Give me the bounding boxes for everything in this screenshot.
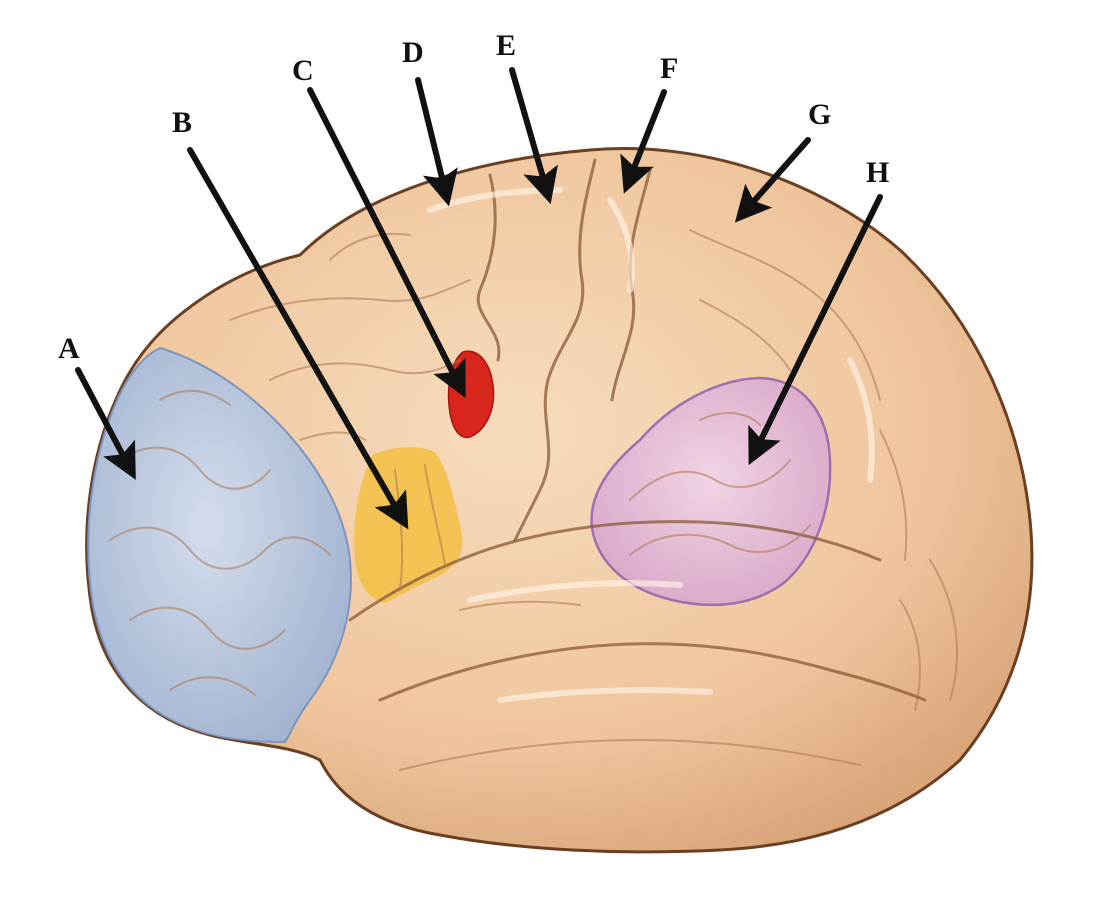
label-c: C	[292, 54, 314, 87]
label-f: F	[660, 52, 678, 85]
label-d: D	[402, 36, 424, 69]
label-e: E	[496, 29, 516, 62]
label-b: B	[172, 106, 192, 139]
arrow-d	[418, 80, 445, 190]
label-h: H	[866, 156, 889, 189]
label-a: A	[58, 332, 80, 365]
brain-illustration	[87, 148, 1032, 851]
label-g: G	[808, 98, 831, 131]
